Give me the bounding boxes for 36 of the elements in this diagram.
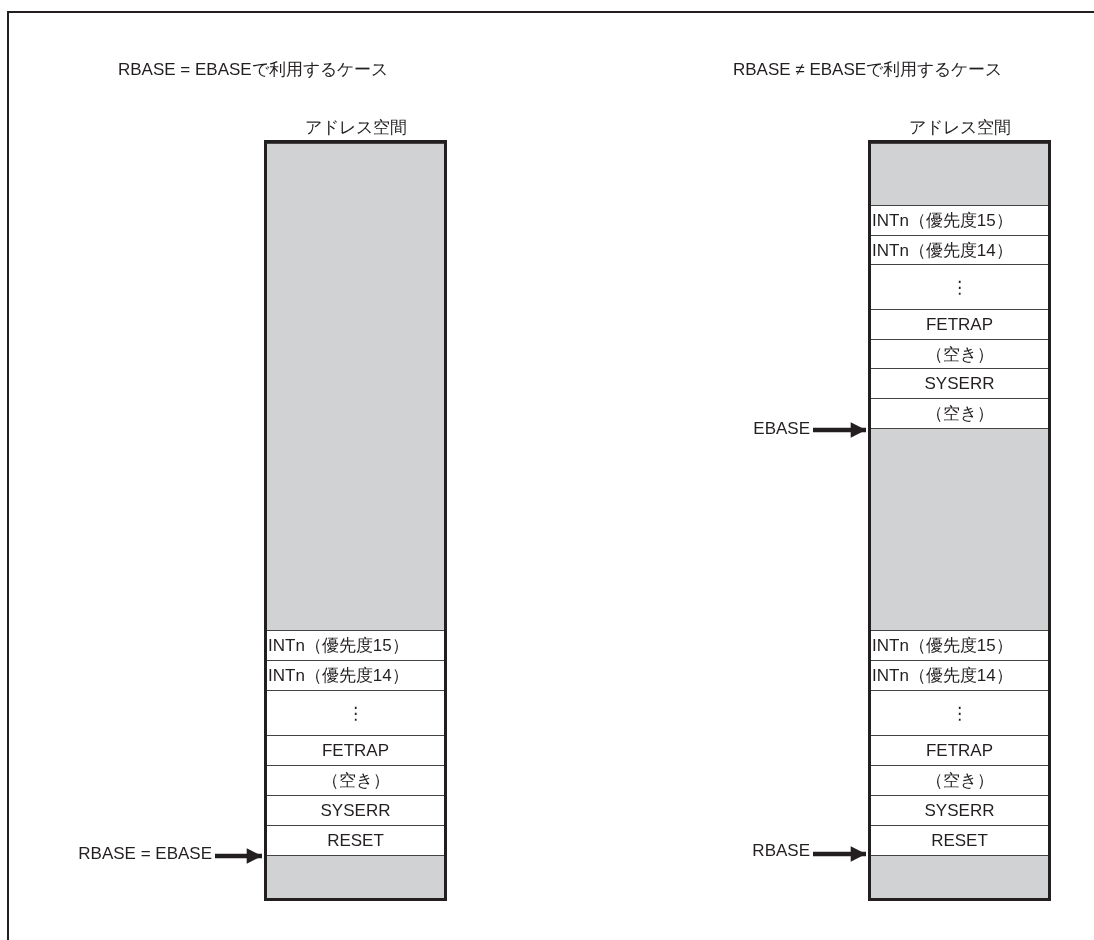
- slot-label: INTn（優先度14）: [268, 665, 409, 687]
- column-heading: アドレス空間: [303, 117, 408, 139]
- slot-label: （空き）: [321, 770, 390, 792]
- slot-label: INTn（優先度15）: [268, 635, 409, 657]
- reserved-area: [871, 855, 1048, 898]
- pointer-arrow: [215, 848, 262, 864]
- slot-label: INTn（優先度15）: [872, 210, 1013, 232]
- slot-label: （空き）: [925, 403, 994, 425]
- reserved-area: [267, 143, 444, 630]
- case-title: RBASE = EBASEで利用するケース: [118, 59, 388, 81]
- pointer-arrow: [813, 422, 866, 438]
- reserved-area: [871, 428, 1048, 630]
- case-title: RBASE ≠ EBASEで利用するケース: [733, 59, 1003, 81]
- slot-label: （空き）: [925, 770, 994, 792]
- slot-label: SYSERR: [924, 800, 995, 821]
- slot-label: ⋮: [951, 276, 968, 298]
- slot-label: SYSERR: [320, 800, 391, 821]
- slot-label: INTn（優先度14）: [872, 665, 1013, 687]
- reserved-area: [267, 855, 444, 898]
- slot-label: INTn（優先度15）: [872, 635, 1013, 657]
- slot-label: RESET: [931, 830, 988, 851]
- slot-label: ⋮: [347, 702, 364, 724]
- slot-label: ⋮: [951, 702, 968, 724]
- pointer-arrow: [813, 846, 866, 862]
- pointer-label: RBASE: [736, 841, 810, 861]
- slot-label: SYSERR: [924, 373, 995, 394]
- slot-label: FETRAP: [321, 740, 390, 761]
- slot-label: INTn（優先度14）: [872, 239, 1013, 262]
- pointer-label: EBASE: [740, 419, 810, 439]
- slot-label: RESET: [327, 830, 384, 851]
- reserved-area: [871, 143, 1048, 205]
- pointer-label: RBASE = EBASE: [44, 844, 212, 864]
- column-heading: アドレス空間: [907, 117, 1012, 139]
- slot-label: FETRAP: [925, 314, 994, 335]
- slot-label: （空き）: [925, 343, 994, 366]
- slot-label: FETRAP: [925, 740, 994, 761]
